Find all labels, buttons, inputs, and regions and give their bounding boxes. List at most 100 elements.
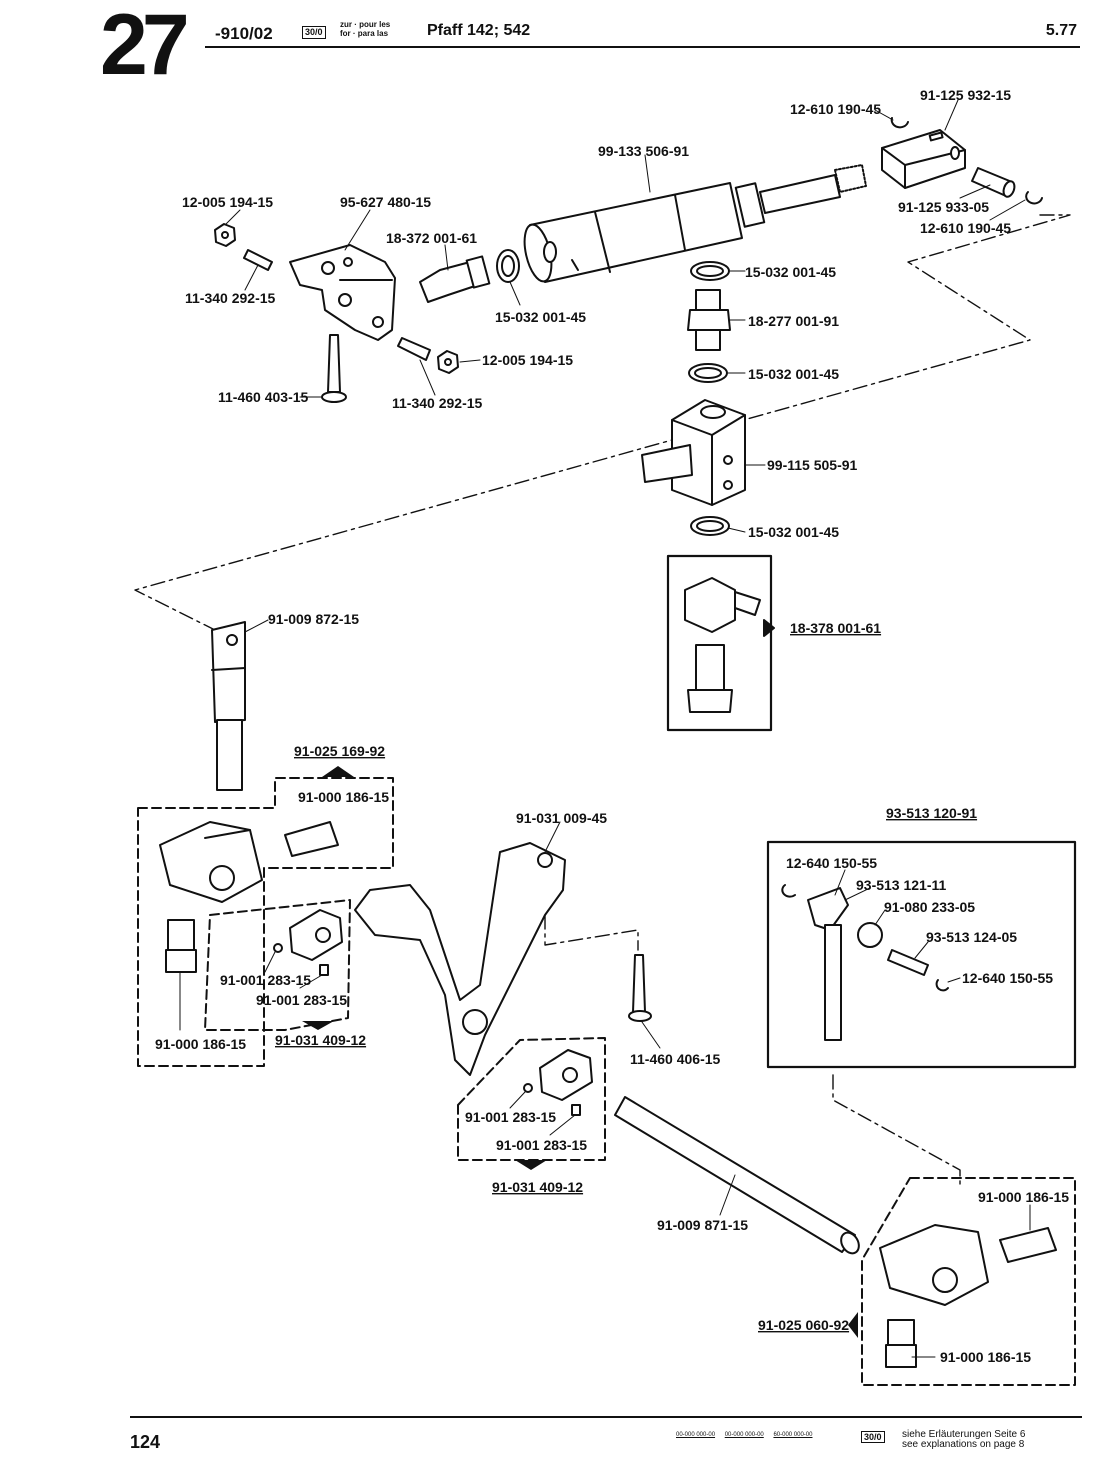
valve-block — [641, 399, 746, 506]
part-labels: 12-610 190-45 91-125 932-15 99-133 506-9… — [155, 87, 1069, 1365]
clamp-screw-right — [999, 1227, 1057, 1263]
banjo-fitting-box — [666, 554, 775, 732]
label-p31: 91-001 283-15 — [256, 992, 347, 1008]
label-p33: 91-031 409-12 — [275, 1032, 366, 1048]
label-p36: 91-001 283-15 — [496, 1137, 587, 1153]
muffler-valve — [419, 255, 491, 303]
label-p19: 18-378 001-61 — [790, 620, 881, 636]
assembly-chain-lines — [134, 214, 1071, 1186]
hex-nut-lower — [437, 350, 459, 374]
footer-codes: 00-000 000-00 00-000 000-00 60-000 000-0… — [676, 1432, 820, 1438]
leader-lines — [179, 99, 1031, 1358]
clamp-screw-left — [284, 821, 339, 857]
label-p29: 12-640 150-55 — [962, 970, 1053, 986]
for-line-2: for · para las — [340, 29, 389, 38]
clevis-block — [881, 129, 966, 189]
footer-note-de: siehe Erläuterungen Seite 6 — [902, 1429, 1026, 1440]
label-p21: 91-025 169-92 — [294, 743, 385, 759]
header-box-label: 30/0 — [302, 26, 326, 39]
catalog-code: -910/02 — [215, 24, 273, 43]
header-rule — [205, 46, 1080, 48]
footer-code-1: 00-000 000-00 — [676, 1432, 716, 1438]
label-p18: 15-032 001-45 — [748, 524, 839, 540]
label-p37: 91-031 409-12 — [492, 1179, 583, 1195]
clamp-assembly-box-left — [137, 777, 394, 1067]
mounting-bracket — [289, 244, 396, 341]
label-p23: 91-031 009-45 — [516, 810, 607, 826]
collar-middle — [523, 1049, 593, 1116]
marker-left-right — [848, 1312, 858, 1338]
linkage-box — [766, 840, 1077, 1069]
label-p16: 11-340 292-15 — [392, 395, 483, 411]
collar-box-left — [204, 899, 351, 1031]
for-line-1: zur · pour les — [340, 20, 391, 29]
label-p14: 15-032 001-45 — [748, 366, 839, 382]
marker-down-middle — [515, 1160, 547, 1170]
label-p13: 12-005 194-15 — [482, 352, 573, 368]
pin-right — [885, 1319, 917, 1368]
label-p01: 12-610 190-45 — [790, 101, 881, 117]
label-p20: 91-009 872-15 — [268, 611, 359, 627]
machine-model: Pfaff 142; 542 — [427, 22, 531, 39]
clamp-block-right — [879, 1224, 989, 1306]
label-p38: 91-009 871-15 — [657, 1217, 748, 1233]
label-p34: 11-460 406-15 — [630, 1051, 721, 1067]
label-p26: 93-513 121-11 — [856, 877, 947, 893]
clevis-pin — [971, 167, 1016, 198]
label-p02: 91-125 932-15 — [920, 87, 1011, 103]
label-p40: 91-025 060-92 — [758, 1317, 849, 1333]
pneumatic-cylinder — [523, 164, 867, 283]
label-p41: 91-000 186-15 — [940, 1349, 1031, 1365]
sealing-rings — [688, 261, 730, 536]
pin-left — [165, 919, 197, 973]
edition-date: 5.77 — [1045, 22, 1077, 39]
label-p39: 91-000 186-15 — [978, 1189, 1069, 1205]
wood-screw-lower — [628, 954, 652, 1022]
marker-down-left — [302, 1021, 334, 1030]
label-p07: 91-125 933-05 — [898, 199, 989, 215]
hex-nut-left — [214, 223, 236, 247]
footer-code-2: 00-000 000-00 — [724, 1432, 764, 1438]
footer-box-label: 30/0 — [861, 1431, 885, 1443]
sealing-washer-cyl — [496, 249, 520, 283]
label-p28: 93-513 124-05 — [926, 929, 1017, 945]
label-p09: 11-340 292-15 — [185, 290, 276, 306]
label-p08: 12-610 190-45 — [920, 220, 1011, 236]
label-p30: 91-001 283-15 — [220, 972, 311, 988]
header-for-text: zur · pour les for · para las — [340, 20, 390, 38]
label-p04: 12-005 194-15 — [182, 194, 273, 210]
label-p22: 91-000 186-15 — [298, 789, 389, 805]
set-screw-lower — [397, 337, 431, 361]
footer-note: siehe Erläuterungen Seite 6 see explanat… — [902, 1430, 1025, 1450]
double-nipple — [687, 289, 731, 351]
footer-rule — [130, 1416, 1082, 1418]
label-p15: 11-460 403-15 — [218, 389, 309, 405]
label-p03: 99-133 506-91 — [598, 143, 689, 159]
label-p05: 95-627 480-15 — [340, 194, 431, 210]
label-p25: 12-640 150-55 — [786, 855, 877, 871]
collar-box-middle — [457, 1037, 606, 1161]
collar-left — [273, 909, 343, 976]
page-number: 124 — [130, 1432, 161, 1452]
label-p27: 91-080 233-05 — [884, 899, 975, 915]
piston-rod — [211, 621, 246, 791]
clamp-block-left — [159, 821, 263, 903]
clamp-assembly-box-right — [861, 1177, 1076, 1386]
lever-arm — [354, 842, 566, 1076]
wood-screw-upper — [321, 334, 347, 403]
label-p12: 18-277 001-91 — [748, 313, 839, 329]
label-p10: 15-032 001-45 — [745, 264, 836, 280]
set-screw-left — [243, 249, 273, 271]
marker-up-left — [322, 766, 354, 777]
footer-note-en: see explanations on page 8 — [902, 1439, 1025, 1450]
label-p11: 15-032 001-45 — [495, 309, 586, 325]
group-number: 27 — [100, 0, 190, 93]
label-p17: 99-115 505-91 — [767, 457, 858, 473]
retaining-clips — [890, 117, 1043, 205]
label-p24: 93-513 120-91 — [886, 805, 977, 821]
footer-code-3: 60-000 000-00 — [773, 1432, 813, 1438]
label-p35: 91-001 283-15 — [465, 1109, 556, 1125]
label-p32: 91-000 186-15 — [155, 1036, 246, 1052]
label-p06: 18-372 001-61 — [386, 230, 477, 246]
